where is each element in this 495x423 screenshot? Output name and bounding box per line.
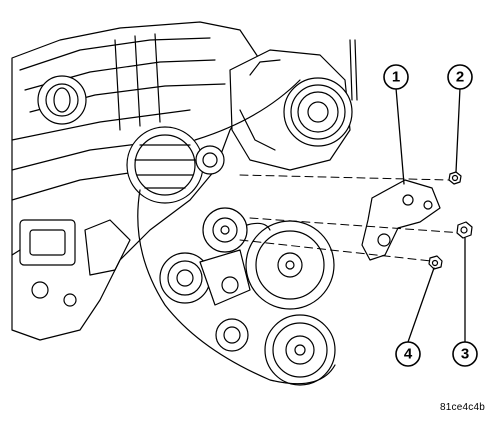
callout-2: 2 xyxy=(447,64,473,90)
callout-leader-lines xyxy=(395,87,466,343)
ac-compressor-drawing xyxy=(229,39,358,171)
callout-3-number: 3 xyxy=(461,346,469,363)
alignment-dashed-lines xyxy=(239,174,464,263)
callout-2-number: 2 xyxy=(456,69,464,86)
callout-3: 3 xyxy=(452,341,478,367)
callout-1: 1 xyxy=(383,64,409,90)
callout-4-number: 4 xyxy=(404,346,413,363)
alternator-drawing xyxy=(126,126,225,204)
mounting-bracket-drawing xyxy=(361,179,441,261)
callout-1-number: 1 xyxy=(392,69,400,86)
callout-4: 4 xyxy=(395,341,421,367)
image-code-label: 81ce4c4b xyxy=(440,402,485,413)
